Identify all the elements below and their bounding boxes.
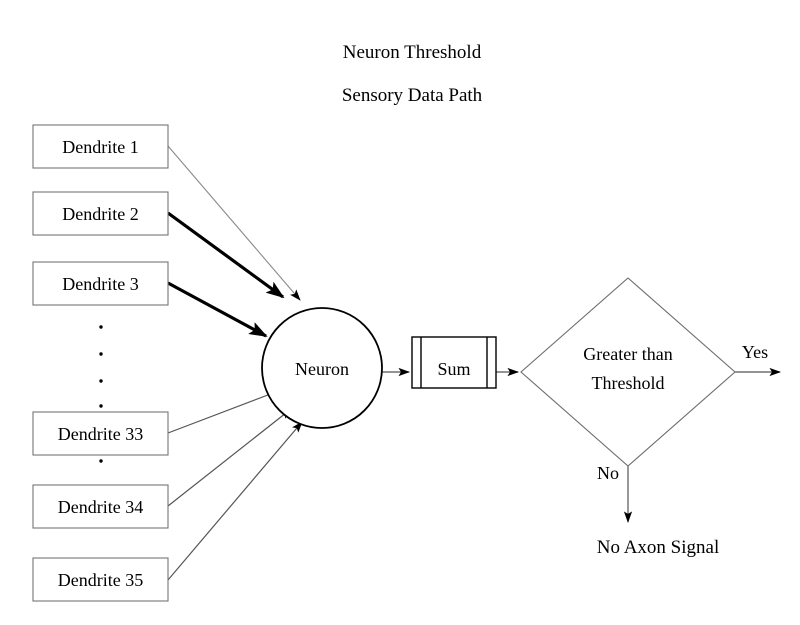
dendrite-34-label: Dendrite 34	[58, 497, 143, 517]
dendrite-3-box[interactable]	[32, 261, 169, 306]
neuron-circle[interactable]	[261, 307, 383, 429]
edge-label-no: No	[597, 463, 619, 483]
node-dendrite-1[interactable]: Dendrite 1	[32, 124, 169, 169]
dendrite-33-box[interactable]	[32, 411, 169, 456]
node-dendrite-2[interactable]: Dendrite 2	[32, 191, 169, 236]
connector-dendrite-2-to-neuron	[167, 211, 285, 299]
dendrite-35-label: Dendrite 35	[58, 570, 143, 590]
decision-label-line-2: Threshold	[592, 373, 665, 393]
node-dendrite-35[interactable]: Dendrite 35	[32, 557, 169, 602]
dendrite-2-label: Dendrite 2	[62, 204, 138, 224]
decision-diamond[interactable]	[520, 277, 736, 467]
connector-dendrite-1-to-neuron	[167, 145, 301, 301]
neuron-label: Neuron	[295, 359, 349, 379]
diagram-title-line-2: Sensory Data Path	[342, 85, 483, 106]
connector-dendrite-35-to-neuron	[167, 421, 303, 581]
node-sum[interactable]: Sum	[411, 336, 497, 389]
dendrite-35-box[interactable]	[32, 557, 169, 602]
connector-dendrite-33-to-neuron	[167, 389, 282, 434]
dendrite-1-box[interactable]	[32, 124, 169, 169]
node-dendrite-33[interactable]: Dendrite 33	[32, 411, 169, 456]
edge-label-yes: Yes	[742, 342, 768, 362]
node-dendrite-34[interactable]: Dendrite 34	[32, 484, 169, 529]
sum-label: Sum	[437, 359, 470, 379]
decision-label-line-1: Greater than	[583, 344, 672, 364]
node-neuron[interactable]: Neuron	[261, 307, 383, 429]
dendrite-33-label: Dendrite 33	[58, 424, 143, 444]
dendrite-3-label: Dendrite 3	[62, 274, 138, 294]
dendrite-1-label: Dendrite 1	[62, 137, 138, 157]
dendrite-2-box[interactable]	[32, 191, 169, 236]
dendrite-34-box[interactable]	[32, 484, 169, 529]
sum-box[interactable]	[411, 336, 497, 389]
diagram-title-line-1: Neuron Threshold	[343, 42, 482, 63]
connector-dendrite-34-to-neuron	[167, 408, 292, 507]
node-decision[interactable]: Greater than Threshold	[520, 277, 736, 467]
connector-dendrite-3-to-neuron	[167, 281, 268, 338]
terminal-no-axon-signal-label: No Axon Signal	[597, 537, 719, 558]
node-dendrite-3[interactable]: Dendrite 3	[32, 261, 169, 306]
